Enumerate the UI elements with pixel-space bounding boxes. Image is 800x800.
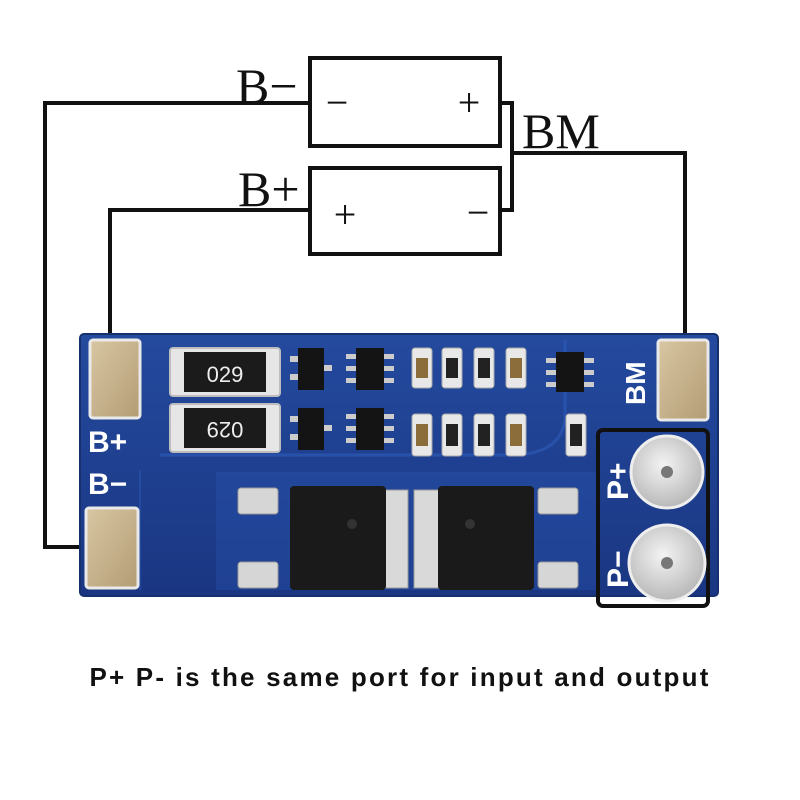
mosfet-right xyxy=(413,486,579,590)
pad-bm xyxy=(656,338,710,422)
resistor-1-code: 029 xyxy=(207,362,244,387)
wires xyxy=(43,101,687,549)
output-port-frame xyxy=(596,428,710,608)
battery-bottom: + − xyxy=(308,166,502,256)
battery-bottom-right-sign: − xyxy=(467,190,490,235)
mosfet-left xyxy=(237,486,409,590)
pad-b-plus xyxy=(88,338,142,420)
silk-bm: BM xyxy=(620,361,651,405)
pad-p-minus xyxy=(627,523,707,603)
small-ics xyxy=(290,348,594,450)
wire-series-link xyxy=(500,101,514,212)
battery-top-right-sign: + xyxy=(458,80,481,125)
wire-b-minus xyxy=(43,101,310,549)
battery-top: − + xyxy=(308,56,502,148)
pad-p-plus xyxy=(629,434,705,510)
passive-components xyxy=(411,347,587,457)
resistor-2: 029 xyxy=(169,403,281,453)
wire-bm xyxy=(512,151,687,360)
label-b-plus: B+ xyxy=(238,161,300,217)
pad-b-minus xyxy=(84,506,140,590)
battery-bottom-left-sign: + xyxy=(334,192,357,237)
label-b-minus: B− xyxy=(236,58,298,114)
caption: P+ P- is the same port for input and out… xyxy=(89,662,711,692)
battery-top-left-sign: − xyxy=(326,80,349,125)
label-bm: BM xyxy=(522,103,600,159)
silk-b-plus: B+ xyxy=(88,426,127,459)
silk-p-plus: P+ xyxy=(602,462,635,500)
wire-b-plus xyxy=(108,208,310,365)
resistor-1: 029 xyxy=(169,347,281,397)
silk-b-minus: B− xyxy=(88,468,127,501)
resistor-2-code: 029 xyxy=(207,417,244,442)
